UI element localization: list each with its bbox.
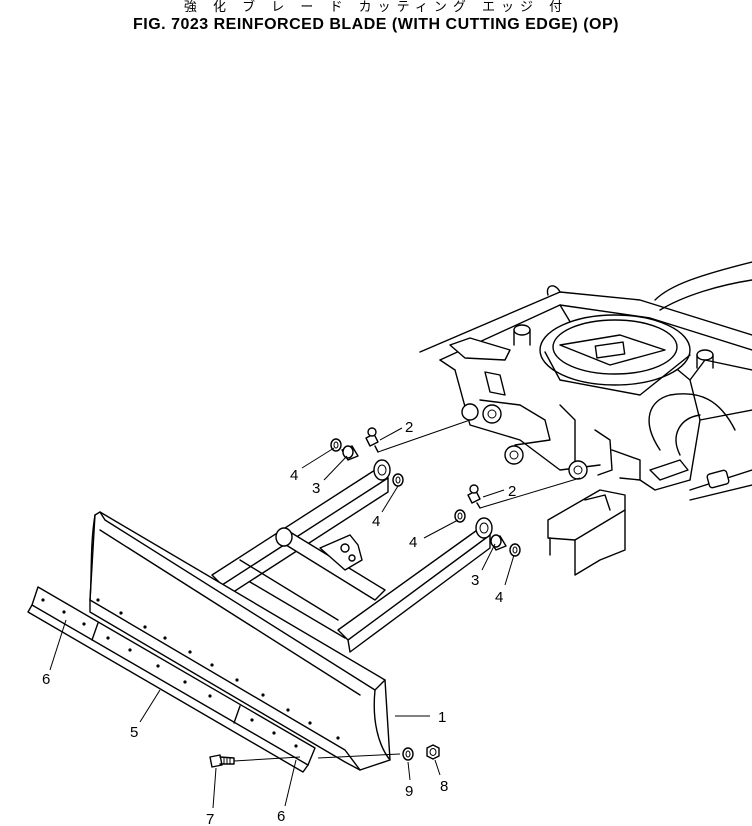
- callout-3-upper: 3: [312, 480, 320, 497]
- callout-4-upper-right: 4: [372, 513, 380, 530]
- washer: [402, 747, 414, 761]
- ring-lower-right: [509, 543, 521, 557]
- machine-frame: [419, 261, 752, 576]
- leader-lines: [49, 427, 515, 809]
- nut: [426, 744, 440, 760]
- ring-upper-right: [392, 473, 404, 487]
- callout-3-lower: 3: [471, 572, 479, 589]
- bolt: [209, 754, 235, 768]
- blade-bolt-holes: [96, 598, 340, 740]
- ring-lower-left: [454, 509, 466, 523]
- assembly-lines: [233, 419, 581, 762]
- callout-4-lower-right: 4: [495, 589, 503, 606]
- figure-title: FIG. 7023 REINFORCED BLADE (WITH CUTTING…: [133, 16, 619, 33]
- bushing-upper: [341, 445, 359, 461]
- callout-2-lower: 2: [508, 483, 516, 500]
- blade-arms: [211, 459, 493, 653]
- blade: [89, 511, 391, 771]
- cutting-edge-bolt-holes: [41, 598, 298, 748]
- grease-fitting-upper: [365, 427, 379, 453]
- callout-labels: 1 2 2 3 3 4 4 4 4 5 6 6 7 8 9: [42, 419, 516, 826]
- callout-8: 8: [440, 778, 448, 795]
- grease-fitting-lower: [467, 484, 481, 509]
- title-japanese: 強 化 ブ レ ー ド カッティング エッジ 付: [183, 0, 569, 15]
- callout-9: 9: [405, 783, 413, 800]
- callout-2-upper: 2: [405, 419, 413, 436]
- callout-6-right: 6: [277, 808, 285, 825]
- cutting-edge-assembly: [27, 586, 316, 773]
- callout-4-upper-left: 4: [290, 467, 298, 484]
- callout-6-left: 6: [42, 671, 50, 688]
- callout-1: 1: [438, 709, 446, 726]
- callout-7: 7: [206, 811, 214, 826]
- callout-5: 5: [130, 724, 138, 741]
- bushing-lower: [489, 534, 507, 551]
- callout-4-lower-left: 4: [409, 534, 417, 551]
